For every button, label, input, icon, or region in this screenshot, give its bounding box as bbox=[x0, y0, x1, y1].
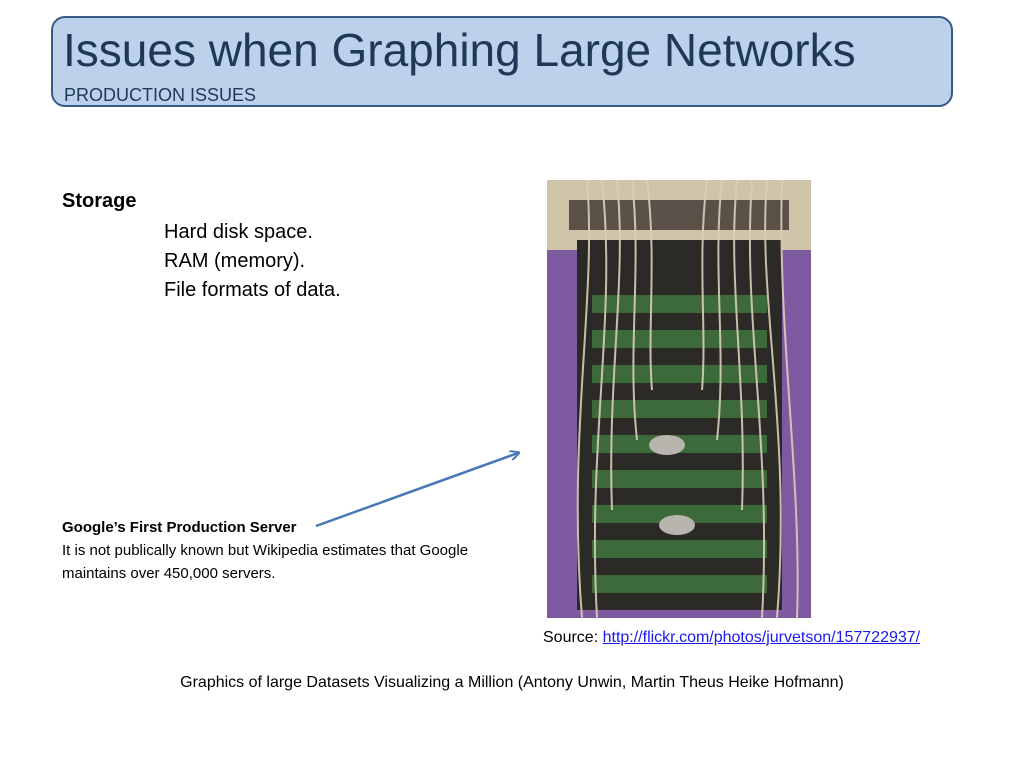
storage-list: Hard disk space. RAM (memory). File form… bbox=[164, 218, 341, 305]
slide-subtitle: PRODUCTION ISSUES bbox=[64, 85, 257, 105]
storage-item-hard-disk: Hard disk space. bbox=[164, 221, 313, 243]
image-source: Source: http://flickr.com/photos/jurvets… bbox=[543, 627, 920, 649]
source-link[interactable]: http://flickr.com/photos/jurvetson/15772… bbox=[602, 629, 921, 646]
caption-title: Google’s First Production Server bbox=[62, 519, 297, 536]
storage-item-file-formats: File formats of data. bbox=[164, 279, 341, 301]
footer-citation: Graphics of large Datasets Visualizing a… bbox=[180, 674, 844, 691]
server-rack-photo bbox=[547, 180, 811, 618]
server-caption: Google’s First Production Server It is n… bbox=[62, 516, 502, 585]
slide-title: Issues when Graphing Large Networks bbox=[63, 24, 856, 76]
caption-body: It is not publically known but Wikipedia… bbox=[62, 542, 469, 582]
storage-item-ram: RAM (memory). bbox=[164, 250, 306, 272]
source-label: Source: bbox=[543, 629, 599, 646]
storage-heading: Storage bbox=[62, 190, 137, 212]
title-box: Issues when Graphing Large Networks PROD… bbox=[51, 16, 953, 107]
